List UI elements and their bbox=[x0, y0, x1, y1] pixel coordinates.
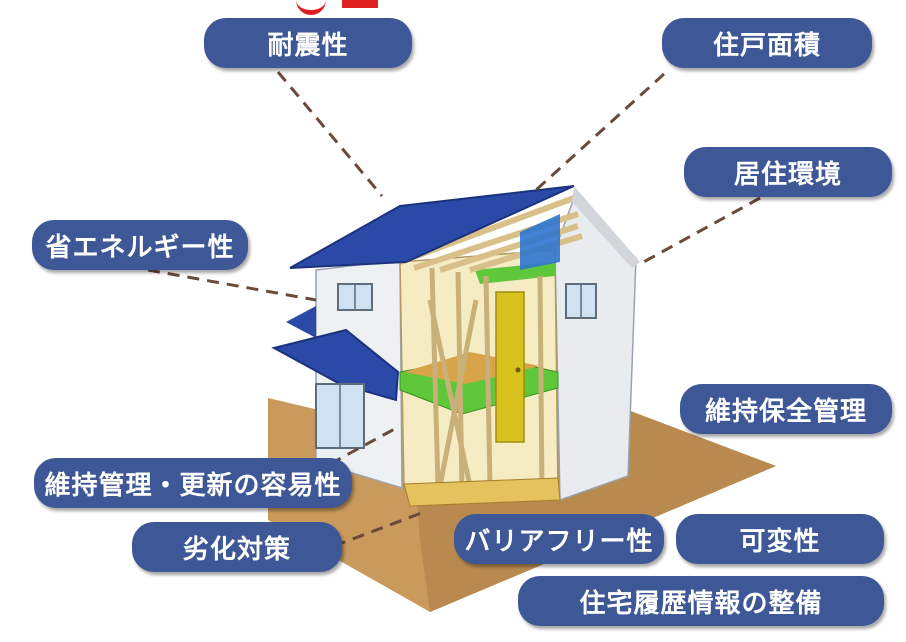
leader-floor-area bbox=[534, 72, 666, 192]
side-roof-upper bbox=[286, 306, 316, 338]
door-knob bbox=[515, 367, 521, 373]
window-side bbox=[565, 283, 597, 319]
label-barrier-free: バリアフリー性 bbox=[454, 514, 664, 564]
upper-floor-slab bbox=[475, 262, 555, 284]
label-maintenance-mgmt: 維持保全管理 bbox=[680, 384, 892, 434]
leader-deterioration bbox=[333, 510, 425, 548]
label-variability: 可変性 bbox=[676, 514, 884, 564]
leader-maintenance-ease bbox=[329, 424, 401, 466]
main-roof-edge bbox=[572, 186, 640, 268]
interior-door bbox=[495, 291, 525, 443]
header-red-arc bbox=[296, 0, 326, 15]
porch-roof bbox=[271, 328, 400, 402]
label-living-env: 居住環境 bbox=[684, 147, 892, 197]
leader-lines bbox=[147, 71, 761, 548]
label-energy: 省エネルギー性 bbox=[32, 220, 248, 270]
label-history: 住宅履歴情報の整備 bbox=[518, 576, 884, 626]
roof-insulation bbox=[520, 214, 560, 270]
label-maintenance-ease: 維持管理・更新の容易性 bbox=[34, 458, 352, 508]
leader-energy bbox=[147, 268, 317, 302]
patio-door bbox=[315, 383, 365, 449]
leader-living-env bbox=[639, 196, 761, 266]
house-side-wall bbox=[554, 196, 637, 502]
label-floor-area: 住戸面積 bbox=[662, 18, 872, 68]
leader-seismic bbox=[276, 71, 384, 197]
timber-studs bbox=[427, 267, 545, 493]
label-deterioration: 劣化対策 bbox=[132, 522, 342, 572]
window-upper-front bbox=[337, 283, 373, 311]
foundation bbox=[403, 477, 561, 507]
label-seismic: 耐震性 bbox=[204, 18, 412, 68]
header-red-mark bbox=[342, 0, 378, 8]
